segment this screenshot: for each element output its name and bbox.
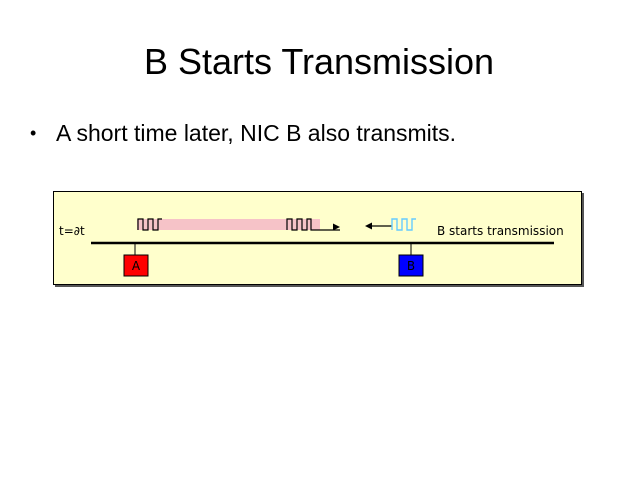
node-b-box <box>398 254 424 277</box>
a-pulse-train-front <box>286 218 340 231</box>
a-signal-band <box>137 219 320 230</box>
b-direction-arrow-icon <box>365 222 372 230</box>
node-b-label: B <box>407 259 415 273</box>
collision-diagram-svg: t=∂t B starts transmission A B <box>59 218 564 277</box>
a-direction-arrow-icon <box>333 223 340 231</box>
node-a-box <box>123 254 149 277</box>
slide-title: B Starts Transmission <box>143 41 495 82</box>
a-pulse-train-left <box>137 218 162 231</box>
b-pulse-train <box>391 218 416 231</box>
collision-diagram: t=∂t B starts transmission A B <box>53 191 582 285</box>
node-a-label: A <box>132 259 141 273</box>
bullet-text: A short time later, NIC B also transmits… <box>56 120 457 146</box>
bullet-item: • A short time later, NIC B also transmit… <box>30 118 456 148</box>
status-label: B starts transmission <box>437 224 564 238</box>
bullet-dot-icon: • <box>30 123 37 143</box>
time-label: t=∂t <box>59 224 85 238</box>
